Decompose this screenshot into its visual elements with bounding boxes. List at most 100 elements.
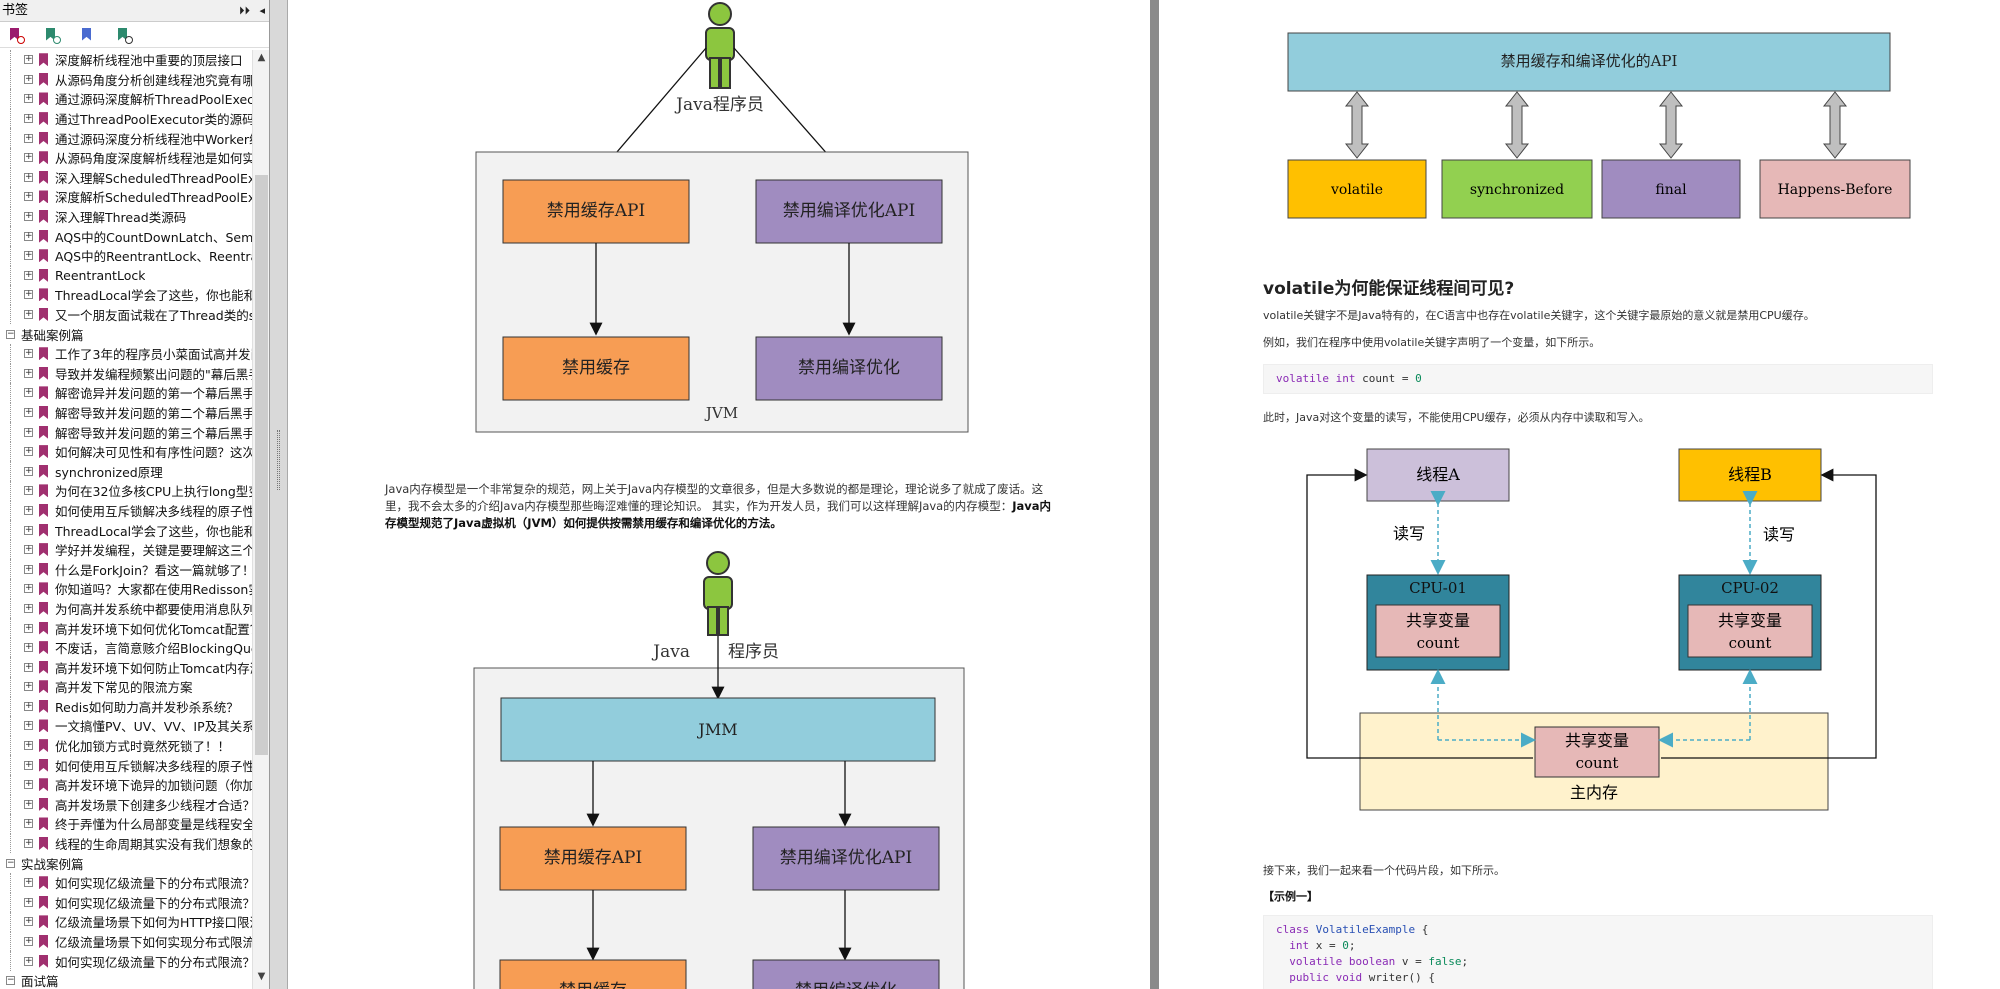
expand-icon[interactable]: + [24,798,33,809]
bookmark-item[interactable]: +终于弄懂为什么局部变量是线程安全的 [0,814,252,834]
expand-icon[interactable]: + [24,73,33,84]
collapse-icon[interactable]: − [6,328,15,339]
collapse-icon[interactable]: − [6,857,15,868]
bookmark-item[interactable]: +不废话，言简意赅介绍BlockingQueue [0,637,252,658]
expand-icon[interactable]: + [24,211,33,222]
expand-icon[interactable]: + [24,818,33,829]
expand-icon[interactable]: + [24,838,33,849]
bookmark-item[interactable]: +深入理解Thread类源码 [0,206,252,227]
expand-icon[interactable]: + [24,269,33,280]
bookmark-item[interactable]: +优化加锁方式时竟然死锁了！！ [0,735,252,756]
expand-icon[interactable]: + [24,113,33,124]
bookmark-item[interactable]: +又一个朋友面试栽在了Thread类的stop [0,304,252,325]
bookmark-item[interactable]: +通过源码深度解析ThreadPoolExecutor类 [0,89,252,109]
bookmark-group[interactable]: −基础案例篇 [0,324,252,344]
scroll-up-icon[interactable]: ▲ [257,52,266,63]
expand-icon[interactable]: + [24,602,33,613]
expand-icon[interactable]: + [24,563,33,574]
scrollbar-thumb[interactable] [255,175,268,755]
expand-icon[interactable]: + [24,191,33,202]
collapse-panel-icon[interactable]: ◂ [259,4,265,17]
expand-icon[interactable]: + [24,250,33,261]
expand-icon[interactable]: + [24,622,33,633]
bookmark-item[interactable]: +从源码角度深度解析线程池是如何实现 [0,147,252,168]
expand-icon[interactable]: + [24,877,33,888]
expand-icon[interactable]: + [24,661,33,672]
expand-icon[interactable]: + [24,348,33,359]
bookmark-item[interactable]: +如何解决可见性和有序性问题？这次 [0,441,252,462]
bookmark-item[interactable]: +高并发环境下诡异的加锁问题（你加的 [0,774,252,795]
bookmark-scrollbar[interactable]: ▲ ▼ [252,50,269,989]
bookmark-item[interactable]: +亿级流量场景下如何为HTTP接口限流 [0,912,252,932]
expand-icon[interactable]: + [24,583,33,594]
expand-icon[interactable]: + [24,896,33,907]
bookmark-item[interactable]: +从源码角度分析创建线程池究竟有哪些方式 [0,69,252,90]
expand-icon[interactable]: + [24,426,33,437]
bookmark-item[interactable]: +解密诡异并发问题的第一个幕后黑手 [0,383,252,403]
bookmark-item[interactable]: +你知道吗？大家都在使用Redisson实现 [0,579,252,599]
bookmark-group[interactable]: −面试篇 [0,971,252,989]
bookmark-item[interactable]: +如何实现亿级流量下的分布式限流？ [0,892,252,913]
expand-icon[interactable]: + [24,387,33,398]
expand-panel-icon[interactable]: ⏵⏵ [238,4,250,17]
expand-icon[interactable]: + [24,700,33,711]
bookmark-goto-icon[interactable] [80,27,94,43]
bookmark-item[interactable]: +高并发场景下创建多少线程才合适？ [0,794,252,815]
bookmark-delete-icon[interactable] [8,27,25,44]
expand-icon[interactable]: + [24,779,33,790]
bookmark-add-icon[interactable] [44,27,61,44]
bookmark-find-icon[interactable] [116,27,133,44]
scroll-down-icon[interactable]: ▼ [257,971,266,982]
expand-icon[interactable]: + [24,720,33,731]
bookmark-item[interactable]: +synchronized原理 [0,461,252,482]
bookmark-item[interactable]: +什么是ForkJoin？看这一篇就够了！ [0,559,252,580]
expand-icon[interactable]: + [24,93,33,104]
bookmark-item[interactable]: +通过源码深度分析线程池中Worker线程 [0,128,252,148]
expand-icon[interactable]: + [24,132,33,143]
expand-icon[interactable]: + [24,740,33,751]
bookmark-item[interactable]: +为何在32位多核CPU上执行long型变量 [0,481,252,501]
expand-icon[interactable]: + [24,524,33,535]
bookmark-item[interactable]: +ThreadLocal学会了这些，你也能和面试官 [0,285,252,305]
collapse-icon[interactable]: − [6,975,15,986]
expand-icon[interactable]: + [24,544,33,555]
bookmark-item[interactable]: +高并发下常见的限流方案 [0,677,252,697]
bookmark-item[interactable]: +导致并发编程频繁出问题的"幕后黑手" [0,363,252,384]
bookmark-item[interactable]: +一文搞懂PV、UV、VV、IP及其关系与计算 [0,716,252,736]
bookmark-item[interactable]: +亿级流量场景下如何实现分布式限流 [0,931,252,952]
expand-icon[interactable]: + [24,309,33,320]
bookmark-item[interactable]: +如何实现亿级流量下的分布式限流？ [0,951,252,971]
bookmark-item[interactable]: +高并发环境下如何优化Tomcat配置？ [0,618,252,638]
expand-icon[interactable]: + [24,54,33,65]
bookmark-item[interactable]: +如何实现亿级流量下的分布式限流？ [0,872,252,893]
expand-icon[interactable]: + [24,171,33,182]
bookmark-item[interactable]: +深度解析ScheduledThreadPoolExecutor [0,187,252,207]
expand-icon[interactable]: + [24,916,33,927]
bookmark-item[interactable]: +工作了3年的程序员小菜面试高并发岗位 [0,343,252,364]
expand-icon[interactable]: + [24,485,33,496]
expand-icon[interactable]: + [24,955,33,966]
bookmark-item[interactable]: +ReentrantLock [0,265,252,286]
expand-icon[interactable]: + [24,230,33,241]
expand-icon[interactable]: + [24,642,33,653]
bookmark-item[interactable]: +学好并发编程，关键是要理解这三个 [0,539,252,560]
expand-icon[interactable]: + [24,289,33,300]
bookmark-item[interactable]: +深入理解ScheduledThreadPoolExecutor [0,167,252,188]
bookmark-group[interactable]: −实战案例篇 [0,853,252,873]
bookmark-item[interactable]: +解密导致并发问题的第二个幕后黑手 [0,402,252,423]
bookmark-item[interactable]: +ThreadLocal学会了这些，你也能和面试官 [0,520,252,540]
expand-icon[interactable]: + [24,936,33,947]
bookmark-item[interactable]: +通过ThreadPoolExecutor类的源码深度解析 [0,108,252,129]
panel-splitter[interactable] [270,0,288,989]
bookmark-item[interactable]: +解密导致并发问题的第三个幕后黑手 [0,422,252,442]
expand-icon[interactable]: + [24,465,33,476]
bookmark-item[interactable]: +如何使用互斥锁解决多线程的原子性 [0,500,252,521]
expand-icon[interactable]: + [24,681,33,692]
bookmark-item[interactable]: +线程的生命周期其实没有我们想象的 [0,833,252,854]
expand-icon[interactable]: + [24,504,33,515]
bookmark-item[interactable]: +高并发环境下如何防止Tomcat内存溢出 [0,657,252,677]
expand-icon[interactable]: + [24,759,33,770]
bookmark-item[interactable]: +AQS中的CountDownLatch、Semaphore [0,226,252,246]
bookmark-item[interactable]: +如何使用互斥锁解决多线程的原子性 [0,755,252,775]
expand-icon[interactable]: + [24,446,33,457]
